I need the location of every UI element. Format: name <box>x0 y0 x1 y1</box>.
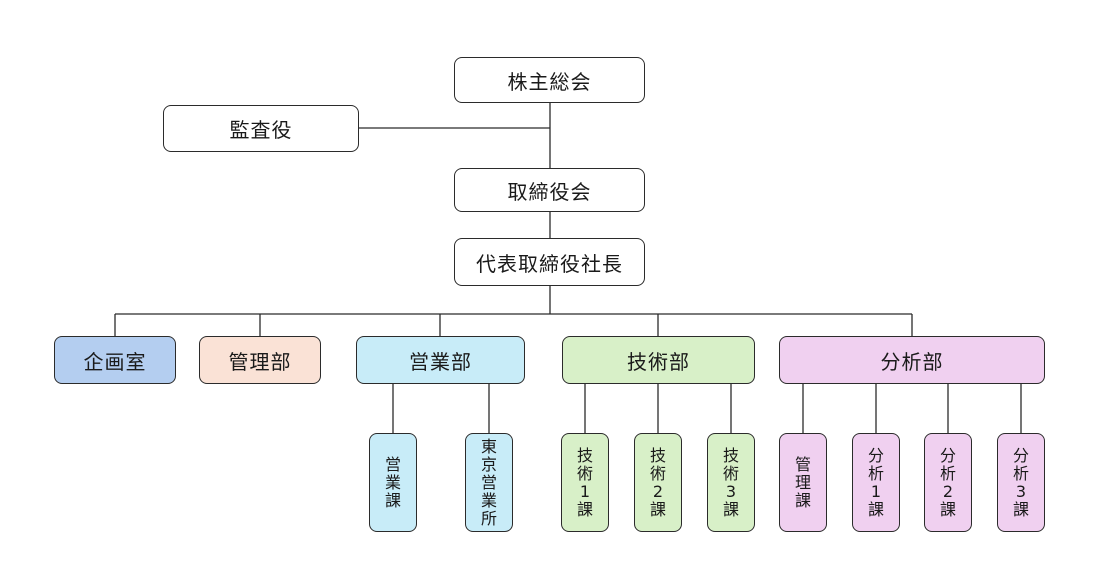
shareholders-label: 株主総会 <box>507 69 592 94</box>
vertical-char: 分 <box>1012 445 1029 465</box>
vertical-char: 1 <box>870 481 882 501</box>
vertical-char: 課 <box>384 490 401 510</box>
vertical-char: 課 <box>722 499 739 519</box>
vertical-char: 業 <box>384 472 401 492</box>
admin-section-box: 管理課 <box>779 433 827 532</box>
vertical-char: 2 <box>652 481 664 501</box>
vertical-char: 営 <box>480 472 497 492</box>
tokyo-office-box: 東京営業所 <box>465 433 513 532</box>
president-box: 代表取締役社長 <box>454 238 645 286</box>
vertical-char: 技 <box>576 445 593 465</box>
board-label: 取締役会 <box>507 179 592 204</box>
vertical-char: 管 <box>794 454 811 474</box>
vertical-char: 東 <box>480 436 497 456</box>
analysis-dept-label: 分析部 <box>880 349 944 374</box>
vertical-char: 3 <box>1015 481 1027 501</box>
vertical-char: 3 <box>725 481 737 501</box>
admin-dept-label: 管理部 <box>228 349 292 374</box>
vertical-char: 課 <box>1012 499 1029 519</box>
vertical-char: 課 <box>794 490 811 510</box>
board-box: 取締役会 <box>454 168 645 212</box>
auditor-label: 監査役 <box>229 118 293 142</box>
vertical-char: 析 <box>867 463 884 483</box>
vertical-char: 理 <box>794 472 811 492</box>
sales-section-label: 営業課 <box>384 454 401 510</box>
tech-dept-label: 技術部 <box>627 349 690 374</box>
vertical-char: 所 <box>480 508 497 528</box>
vertical-char: 1 <box>579 481 591 501</box>
sales-section-box: 営業課 <box>369 433 417 532</box>
vertical-char: 課 <box>576 499 593 519</box>
planning-dept-label: 企画室 <box>83 349 147 374</box>
vertical-char: 分 <box>939 445 956 465</box>
shareholders-meeting-box: 株主総会 <box>454 57 645 103</box>
tech-dept-box: 技術部 <box>562 336 755 384</box>
analysis-dept-box: 分析部 <box>779 336 1045 384</box>
sales-dept-box: 営業部 <box>356 336 525 384</box>
vertical-char: 術 <box>649 463 666 483</box>
vertical-char: 課 <box>939 499 956 519</box>
vertical-char: 営 <box>384 454 401 474</box>
vertical-char: 析 <box>1012 463 1029 483</box>
vertical-char: 技 <box>722 445 739 465</box>
vertical-char: 術 <box>722 463 739 483</box>
planning-dept-box: 企画室 <box>54 336 176 384</box>
admin-section-label: 管理課 <box>794 454 811 510</box>
vertical-char: 課 <box>867 499 884 519</box>
tokyo-office-label: 東京営業所 <box>480 436 497 528</box>
vertical-char: 業 <box>480 490 497 510</box>
vertical-char: 課 <box>649 499 666 519</box>
vertical-char: 京 <box>480 454 497 474</box>
vertical-char: 術 <box>576 463 593 483</box>
admin-dept-box: 管理部 <box>199 336 321 384</box>
vertical-char: 技 <box>649 445 666 465</box>
auditor-box: 監査役 <box>163 105 359 152</box>
vertical-char: 2 <box>942 481 954 501</box>
vertical-char: 析 <box>939 463 956 483</box>
vertical-char: 分 <box>867 445 884 465</box>
sales-dept-label: 営業部 <box>409 349 472 374</box>
president-label: 代表取締役社長 <box>476 251 623 276</box>
